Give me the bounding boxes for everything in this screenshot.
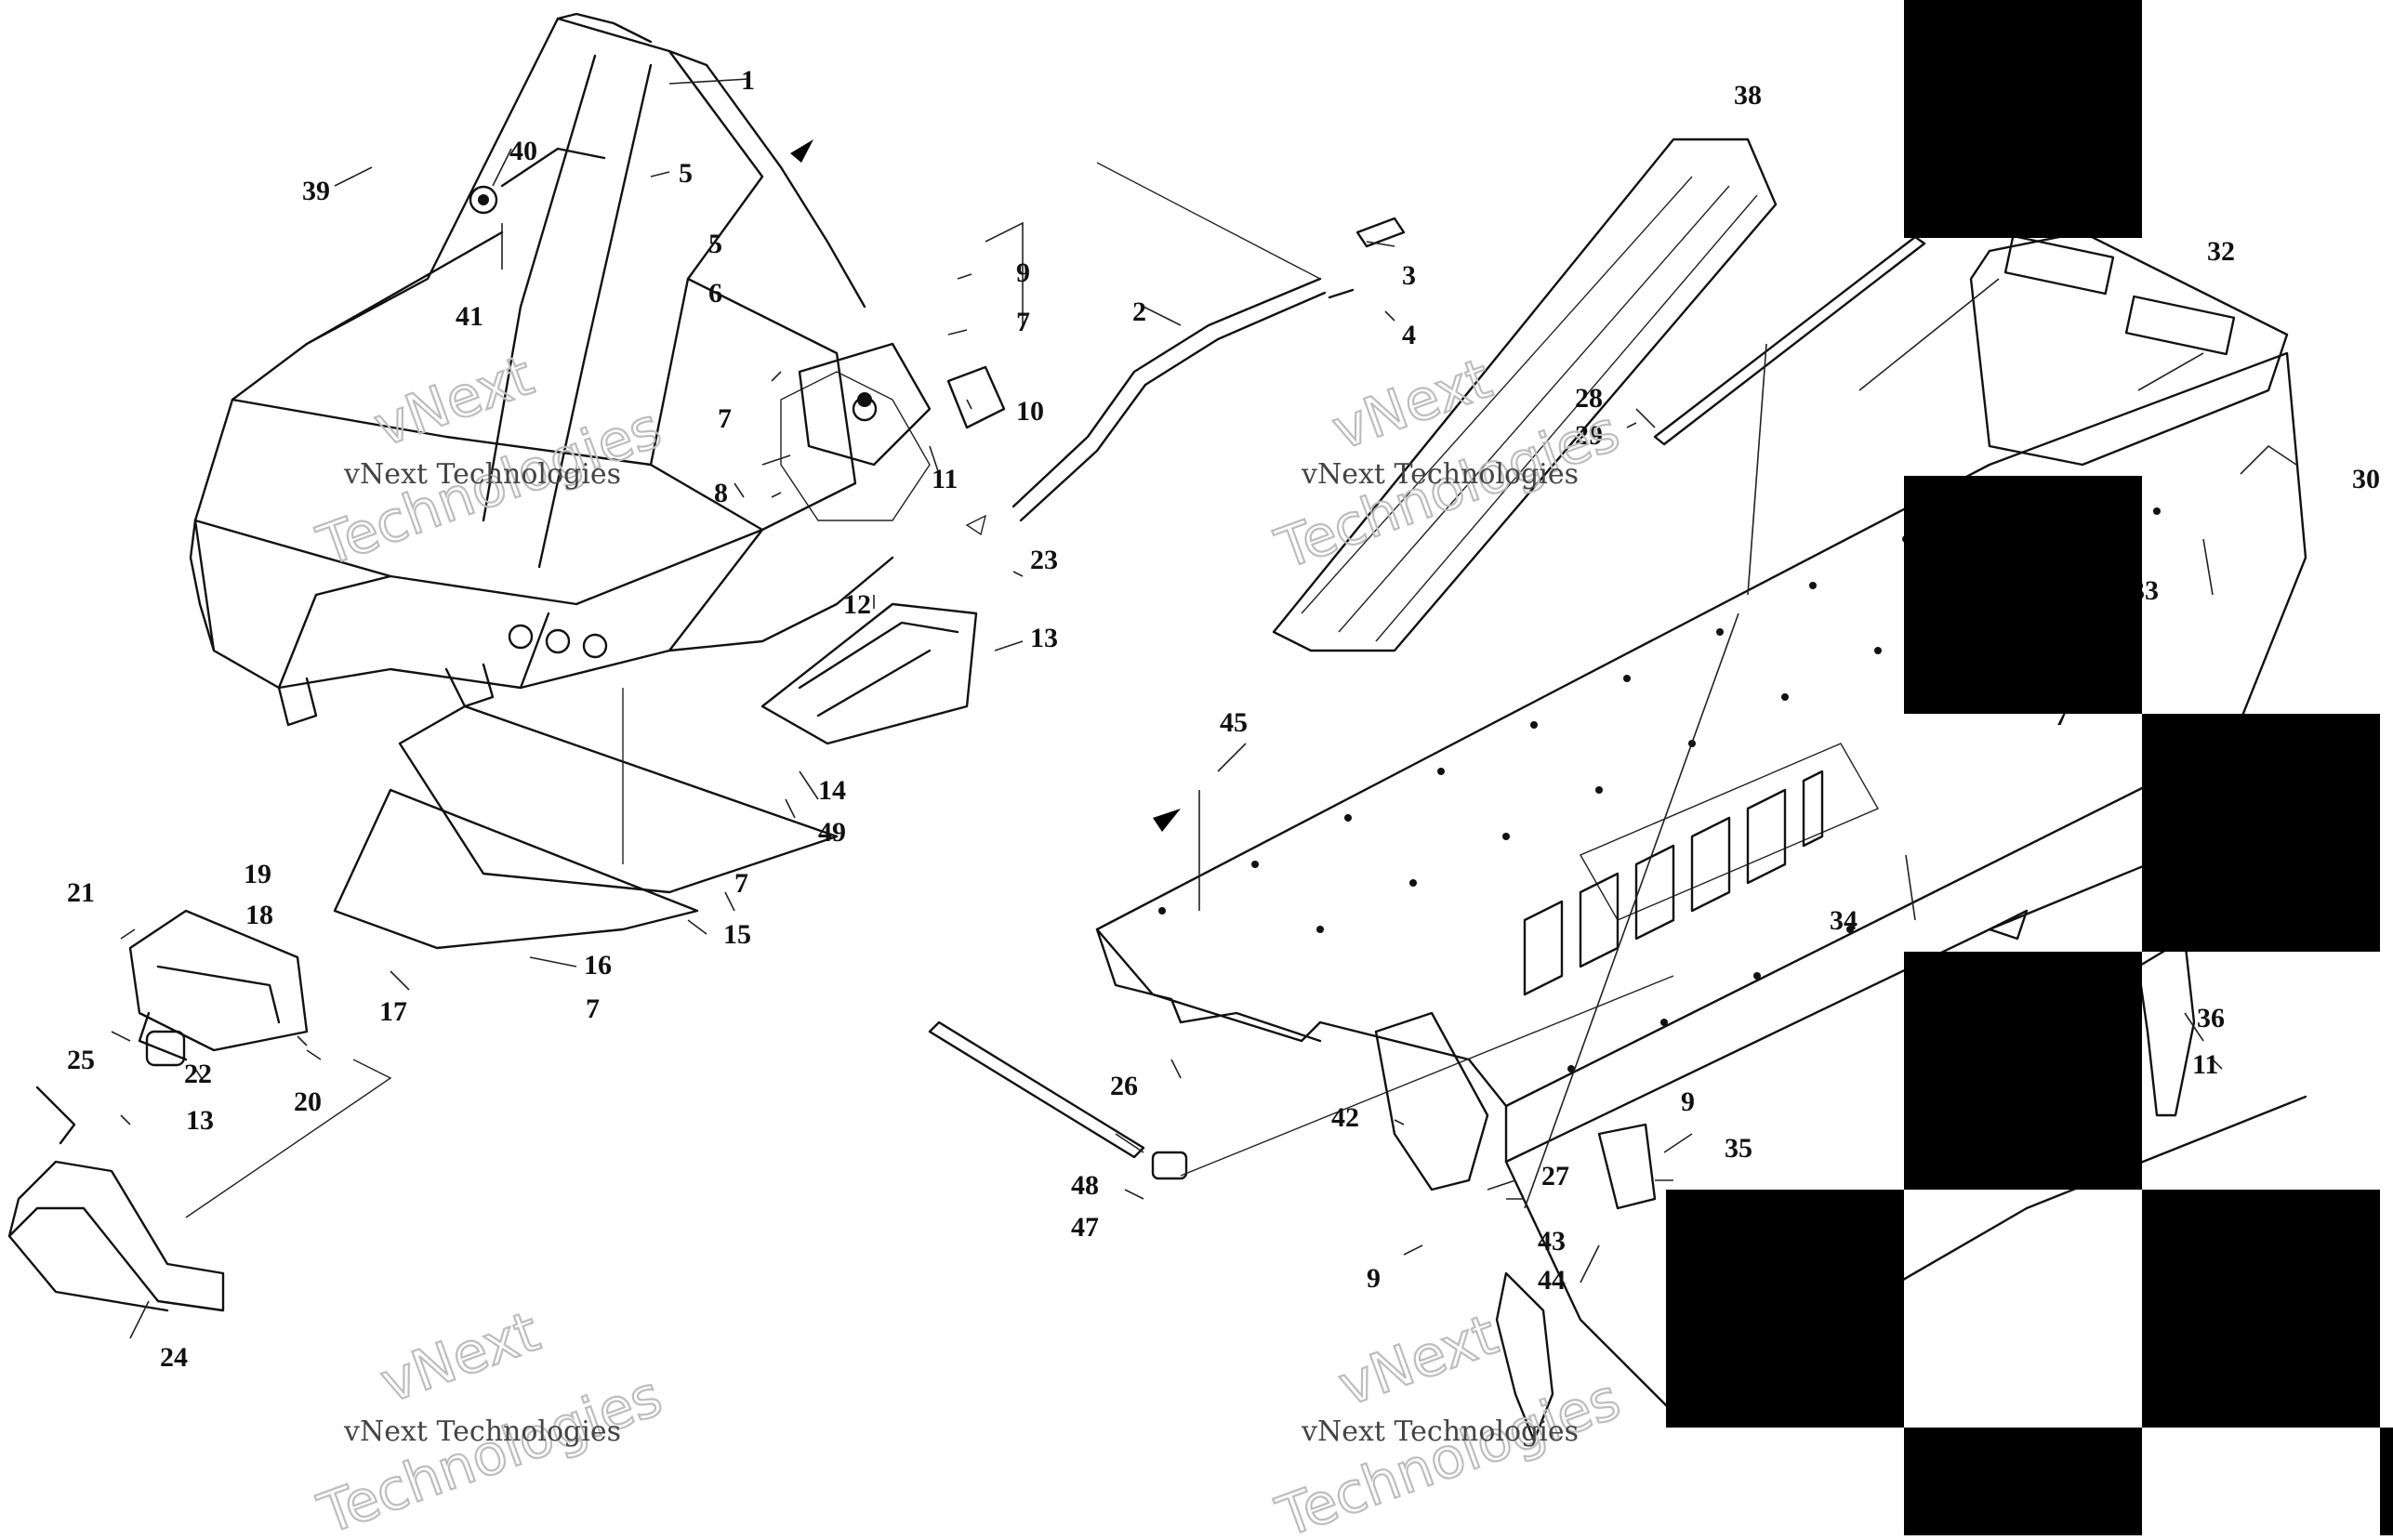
callout-24: 24 bbox=[160, 1342, 188, 1373]
front-bumper-assembly bbox=[7, 909, 392, 1312]
callout-45: 45 bbox=[1220, 707, 1248, 738]
watermark-text-3: vNext Technologies bbox=[343, 1415, 621, 1448]
callout-10: 10 bbox=[1016, 396, 1044, 427]
tunnel-rivets bbox=[1158, 489, 2161, 1073]
tunnel-vent-slots bbox=[1523, 770, 1824, 996]
callout-2: 2 bbox=[1132, 296, 1146, 327]
watermark-big-prefix-2: vNext bbox=[1324, 347, 1500, 464]
callout-13-b: 13 bbox=[186, 1105, 214, 1136]
watermark-big-prefix-4: vNext bbox=[1330, 1302, 1506, 1419]
redaction-block-6 bbox=[2142, 1190, 2380, 1428]
callout-42: 42 bbox=[1331, 1102, 1359, 1133]
watermark-text-4: vNext Technologies bbox=[1301, 1415, 1579, 1448]
callout-44: 44 bbox=[1538, 1265, 1566, 1296]
callout-40: 40 bbox=[509, 136, 537, 166]
callout-38: 38 bbox=[1734, 80, 1762, 111]
callout-34: 34 bbox=[1830, 905, 1858, 936]
redaction-block-3 bbox=[2142, 714, 2380, 952]
callout-5-top: 5 bbox=[679, 158, 693, 189]
redaction-block-5 bbox=[1666, 1190, 1904, 1428]
redaction-block-7 bbox=[1904, 1428, 2142, 1535]
callout-7-a: 7 bbox=[1016, 307, 1030, 337]
steering-bracket bbox=[798, 342, 1006, 467]
callout-9-c: 9 bbox=[1367, 1263, 1381, 1294]
callout-26: 26 bbox=[1110, 1071, 1138, 1101]
callout-29: 29 bbox=[1575, 420, 1603, 451]
callout-labels: 1 2 3 4 5 5 6 7 7 7 7 7 8 9 9 9 10 11 11… bbox=[67, 65, 2380, 1373]
callout-5: 5 bbox=[708, 229, 722, 259]
callout-19: 19 bbox=[244, 859, 271, 889]
callout-27: 27 bbox=[1541, 1161, 1569, 1191]
callout-20: 20 bbox=[294, 1086, 322, 1117]
callout-14: 14 bbox=[818, 775, 846, 806]
callout-15: 15 bbox=[723, 919, 751, 950]
callout-41: 41 bbox=[456, 301, 483, 332]
callout-1: 1 bbox=[741, 65, 755, 96]
redaction-block-4 bbox=[1904, 952, 2142, 1190]
footwell-bracket bbox=[760, 602, 978, 745]
callout-7-b: 7 bbox=[718, 403, 732, 434]
running-board bbox=[1272, 138, 1778, 652]
callout-36: 36 bbox=[2197, 1003, 2225, 1033]
watermark-big-prefix-1: vNext bbox=[366, 343, 542, 460]
callout-25: 25 bbox=[67, 1045, 95, 1075]
redaction-block-1 bbox=[1904, 0, 2142, 238]
redaction-block-8 bbox=[2380, 1428, 2393, 1535]
callout-3: 3 bbox=[1402, 260, 1416, 291]
callout-23: 23 bbox=[1030, 545, 1058, 575]
callout-9-a: 9 bbox=[1016, 257, 1030, 288]
callout-17: 17 bbox=[379, 996, 407, 1027]
trim-strip bbox=[1653, 235, 1926, 446]
chassis-frame bbox=[189, 12, 931, 727]
steering-post bbox=[1011, 162, 1406, 522]
redaction-blocks bbox=[1666, 0, 2393, 1535]
belly-pan bbox=[333, 688, 839, 950]
redaction-block-2 bbox=[1904, 476, 2142, 714]
rear-axle bbox=[928, 975, 1674, 1180]
callout-47: 47 bbox=[1071, 1212, 1099, 1243]
watermark-big-3: Technologies bbox=[311, 1363, 670, 1535]
callout-43: 43 bbox=[1538, 1226, 1566, 1257]
callout-18: 18 bbox=[245, 900, 273, 930]
callout-4: 4 bbox=[1402, 320, 1416, 350]
leader-lines bbox=[111, 78, 2297, 1339]
direction-arrows bbox=[790, 139, 1181, 832]
callout-21: 21 bbox=[67, 877, 95, 908]
rear-deck bbox=[1969, 230, 2289, 467]
callout-48: 48 bbox=[1071, 1170, 1099, 1201]
callout-11-b: 11 bbox=[2192, 1049, 2218, 1080]
callout-7-c: 7 bbox=[734, 868, 748, 899]
callout-11: 11 bbox=[932, 464, 958, 494]
callout-13: 13 bbox=[1030, 623, 1058, 653]
watermark-text-1: vNext Technologies bbox=[343, 458, 621, 491]
callout-28: 28 bbox=[1575, 383, 1603, 414]
callout-32: 32 bbox=[2207, 236, 2235, 267]
callout-30: 30 bbox=[2352, 464, 2380, 494]
callout-9-b: 9 bbox=[1681, 1086, 1695, 1117]
callout-6: 6 bbox=[708, 278, 722, 309]
callout-49: 49 bbox=[818, 817, 846, 848]
callout-7-d: 7 bbox=[586, 994, 600, 1024]
callout-39: 39 bbox=[302, 176, 330, 206]
rear-bumper-bracket bbox=[1374, 1011, 1657, 1442]
callout-8: 8 bbox=[714, 478, 728, 508]
watermark-big-prefix-3: vNext bbox=[373, 1299, 549, 1416]
watermark-big-4: Technologies bbox=[1268, 1366, 1628, 1535]
callout-16: 16 bbox=[584, 950, 612, 981]
callout-12: 12 bbox=[843, 589, 871, 620]
callout-35: 35 bbox=[1725, 1133, 1752, 1164]
watermark-text-2: vNext Technologies bbox=[1301, 458, 1579, 491]
callout-22: 22 bbox=[184, 1059, 212, 1089]
